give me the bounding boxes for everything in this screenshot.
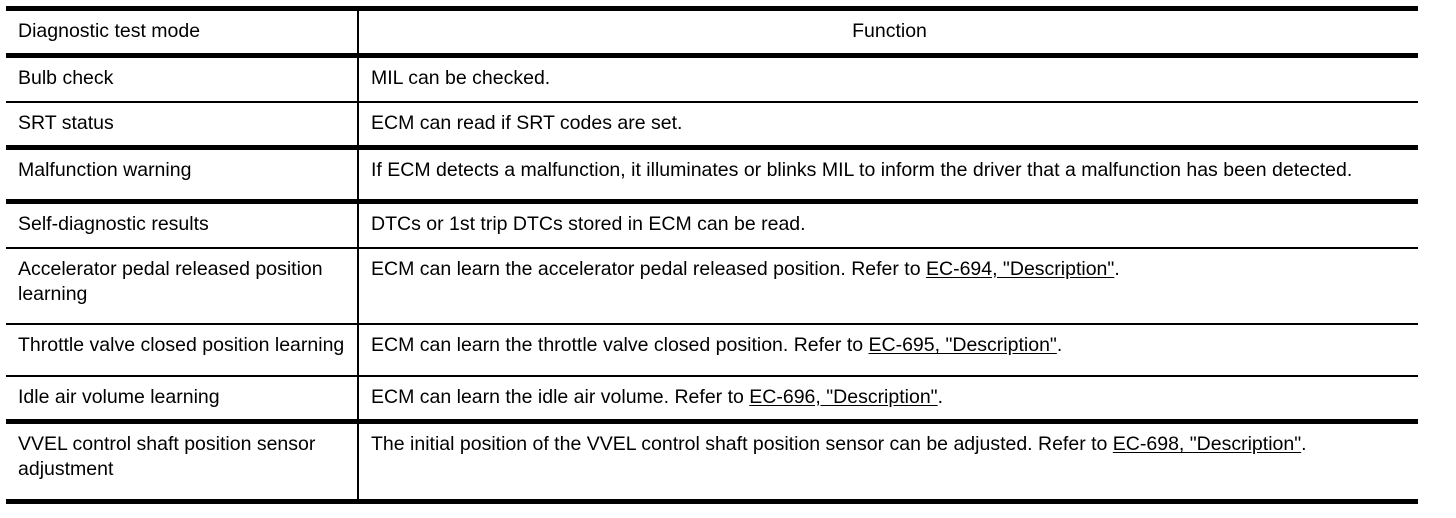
cell-mode: Self-diagnostic results [6,201,359,249]
diagnostic-test-mode-table-container: Diagnostic test mode Function Bulb check… [6,0,1418,504]
column-header-function: Function [358,5,1418,59]
function-text-tail: . [1056,334,1063,357]
cell-function: If ECM detects a malfunction, it illumin… [358,147,1418,205]
cell-mode: Bulb check [6,55,359,103]
table-row: Throttle valve closed position learning … [6,324,1418,377]
cell-mode: Malfunction warning [6,147,359,205]
table-row: Accelerator pedal released position lear… [6,247,1418,326]
table-header: Diagnostic test mode Function [6,5,1418,59]
column-header-diagnostic-test-mode: Diagnostic test mode [6,5,359,59]
function-text: MIL can be checked. [371,67,551,90]
cell-function: DTCs or 1st trip DTCs stored in ECM can … [358,201,1418,249]
cell-function: ECM can learn the accelerator pedal rele… [358,247,1418,326]
reference-link[interactable]: EC-695, "Description" [868,334,1057,357]
table-row: Bulb check MIL can be checked. [6,55,1418,103]
cell-function: MIL can be checked. [358,55,1418,103]
reference-link[interactable]: EC-698, "Description" [1112,433,1302,456]
table-row: VVEL control shaft position sensor adjus… [6,421,1418,504]
cell-function: ECM can read if SRT codes are set. [358,101,1418,151]
table-row: Idle air volume learning ECM can learn t… [6,375,1418,425]
function-text: ECM can learn the throttle valve closed … [371,334,869,357]
function-text: DTCs or 1st trip DTCs stored in ECM can … [371,213,806,236]
function-text-tail: . [1301,433,1307,456]
function-text: ECM can read if SRT codes are set. [371,111,683,134]
cell-mode: Idle air volume learning [6,375,359,425]
cell-mode: VVEL control shaft position sensor adjus… [6,421,359,504]
diagnostic-test-mode-table: Diagnostic test mode Function Bulb check… [6,5,1418,504]
table-body: Bulb check MIL can be checked. SRT statu… [6,55,1418,504]
table-row: Malfunction warning If ECM detects a mal… [6,147,1418,205]
cell-mode: Throttle valve closed position learning [6,324,359,377]
cell-mode: SRT status [6,101,359,151]
function-text: ECM can learn the idle air volume. Refer… [371,385,750,408]
function-text: The initial position of the VVEL control… [371,433,1113,456]
header-row: Diagnostic test mode Function [6,5,1418,59]
function-text-tail: . [937,385,944,408]
table-row: Self-diagnostic results DTCs or 1st trip… [6,201,1418,249]
cell-function: ECM can learn the throttle valve closed … [358,324,1418,377]
function-text: ECM can learn the accelerator pedal rele… [371,257,926,280]
function-text: If ECM detects a malfunction, it illumin… [371,159,1353,182]
function-text-tail: . [1114,257,1120,280]
cell-mode: Accelerator pedal released position lear… [6,247,359,326]
reference-link[interactable]: EC-696, "Description" [749,385,938,408]
cell-function: The initial position of the VVEL control… [358,421,1418,504]
cell-function: ECM can learn the idle air volume. Refer… [358,375,1418,425]
table-row: SRT status ECM can read if SRT codes are… [6,101,1418,151]
reference-link[interactable]: EC-694, "Description" [925,257,1115,280]
